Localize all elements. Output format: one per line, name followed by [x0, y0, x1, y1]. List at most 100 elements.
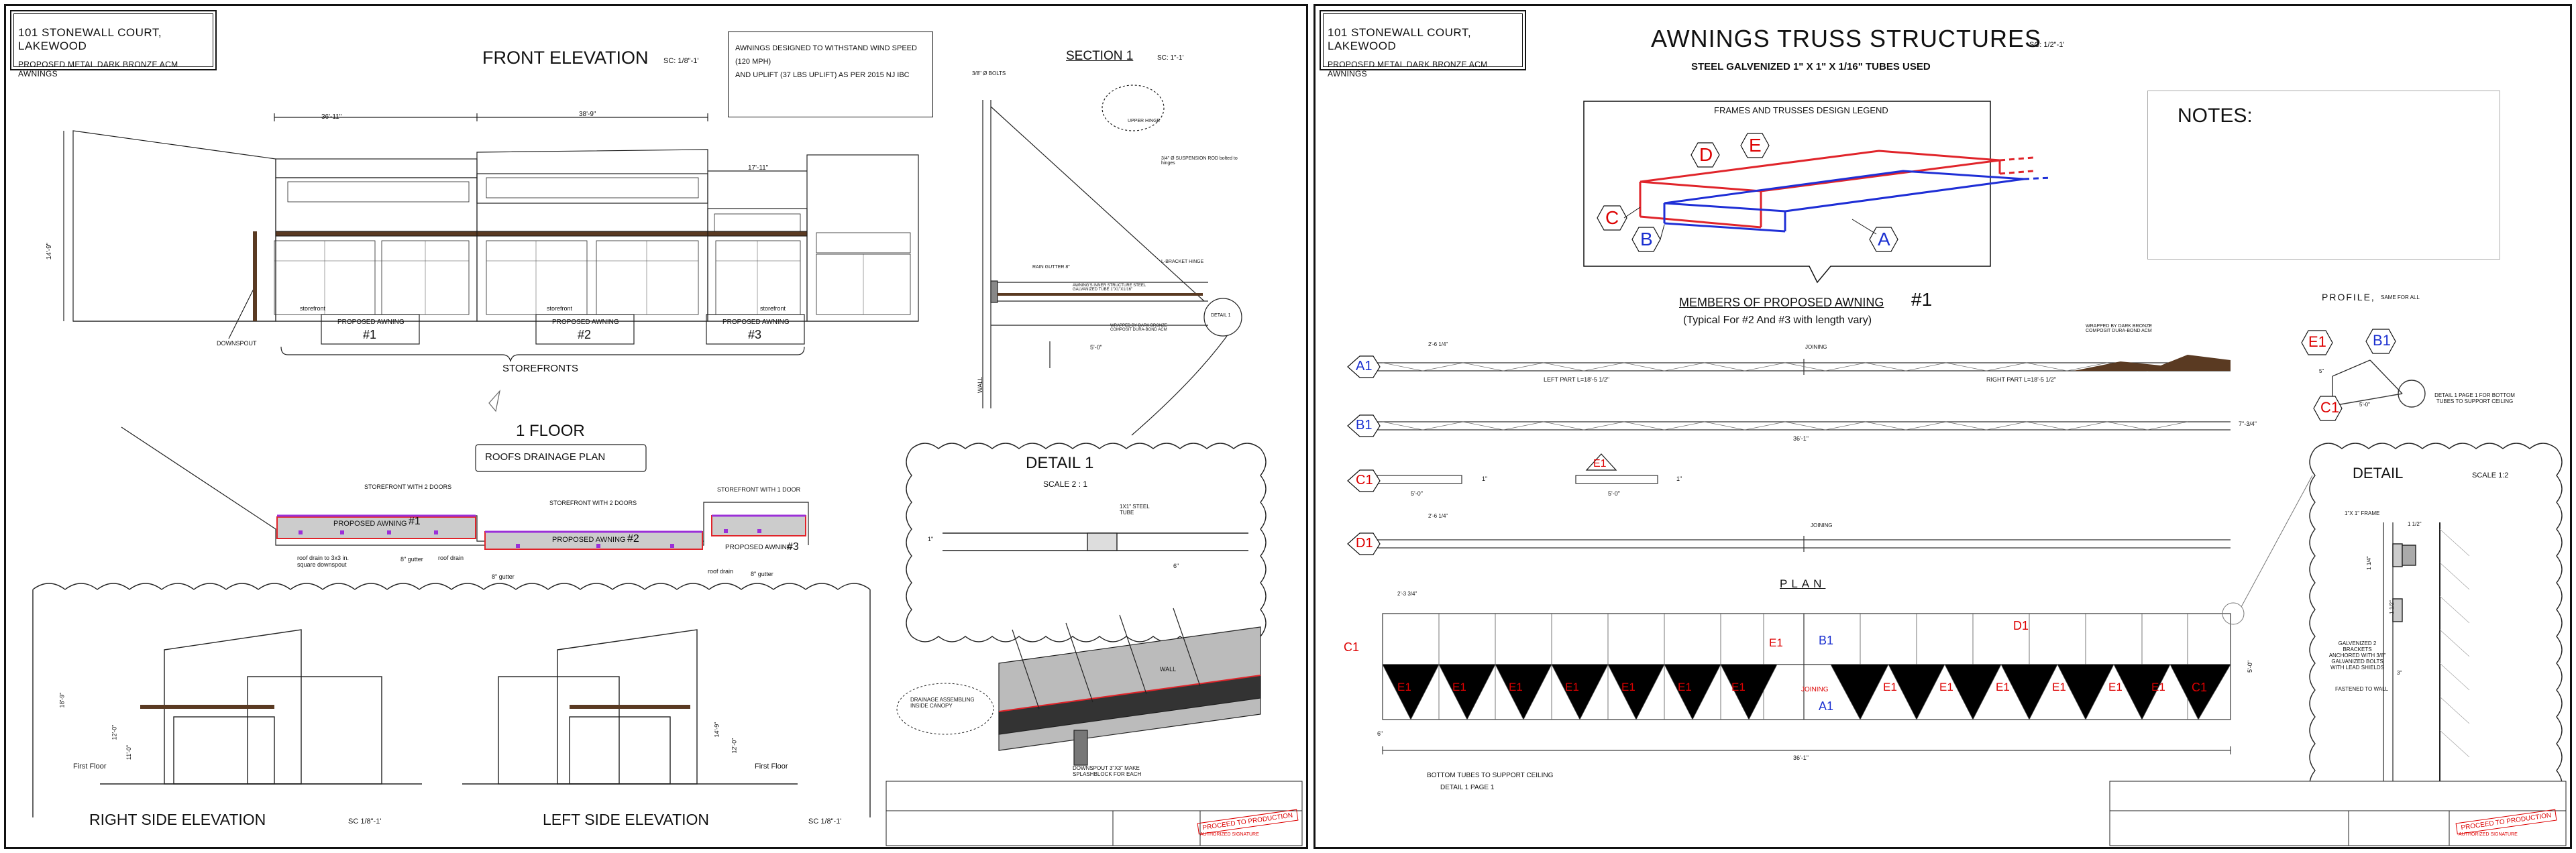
section-gutter: RAIN GUTTER 8"	[1032, 265, 1070, 270]
approval-stamp-2: PROCEED TO PRODUCTION	[2455, 809, 2557, 835]
storefront-label-2: storefront	[547, 305, 573, 312]
address: 101 STONEWALL COURT, LAKEWOOD	[18, 26, 162, 52]
front-elevation-drawing	[32, 84, 1303, 846]
plan-tag-e1-3: E1	[1509, 681, 1523, 693]
proposed-awning-1: PROPOSED AWNING	[337, 319, 405, 326]
drain-storefront-2: STOREFRONT WITH 2 DOORS	[549, 500, 637, 506]
dim-left: 14'-9"	[46, 242, 54, 260]
truss-subtitle: STEEL GALVENIZED 1" X 1" X 1/16" TUBES U…	[1691, 61, 1931, 72]
section-bolts: 3/8" Ø BOLTS	[972, 70, 1006, 76]
detail-brackets-note: GALVENIZED 2 BRACKETS ANCHORED WITH 3/8"…	[2328, 640, 2386, 671]
detail1-dim2: 1"	[928, 536, 934, 543]
section-inner-structure: AWNING'S INNER STRUCTURE STEEL GALVANIZE…	[1073, 284, 1146, 292]
section-wall: WALL	[977, 376, 984, 394]
side-dim-4: 14'-9"	[713, 722, 720, 738]
project-name: PROPOSED METAL DARK BRONZE ACM AWNINGS	[18, 60, 178, 78]
detail-dim-3: 1 1/2"	[2388, 600, 2395, 614]
plan-tag-e1-2: E1	[1452, 681, 1466, 693]
members-title: MEMBERS OF PROPOSED AWNING	[1679, 296, 1884, 309]
plan-tag-e1-7: E1	[1731, 681, 1746, 693]
profile-tag-c1: C1	[2320, 399, 2340, 416]
sheet-front-elevation: 101 STONEWALL COURT, LAKEWOOD PROPOSED M…	[4, 4, 1308, 849]
side-dim-2: 12'-0"	[111, 724, 118, 740]
right-elevation-scale: SC 1/8"-1'	[348, 817, 382, 826]
drain-gutter-2: 8" gutter	[492, 573, 515, 580]
title-block: 101 STONEWALL COURT, LAKEWOOD PROPOSED M…	[10, 10, 217, 78]
detail1-dim: 6"	[1173, 563, 1179, 569]
detail1-tube: 1X1" STEEL TUBE	[1120, 504, 1150, 516]
legend-d: D	[1699, 144, 1713, 165]
dim-top-2: 38'-9"	[579, 111, 596, 118]
iso-downspout: DOWNSPOUT 3"X3" MAKE SPLASHBLOCK FOR EAC…	[1073, 765, 1142, 777]
plan-dim-2: 36'-1"	[1793, 754, 1809, 761]
drain-awning-2: PROPOSED AWNING	[552, 536, 626, 544]
plan-tag-e1-11: E1	[1996, 681, 2010, 693]
section-scale: SC: 1"-1'	[1157, 54, 1184, 62]
legend-a: A	[1878, 229, 1890, 249]
section-upper-hinge: UPPER HINGE	[1128, 119, 1161, 123]
member-dim-9: 1"	[1482, 475, 1488, 482]
plan-title: PLAN	[1780, 577, 1826, 590]
plan-tag-c1-right: C1	[2192, 681, 2208, 694]
drain-note-1: roof drain to 3x3 in. square downspout	[297, 555, 350, 568]
plan-tag-d1: D1	[2013, 619, 2029, 632]
joining-plan: JOINING	[1801, 686, 1829, 693]
plan-tag-e1-10: E1	[1939, 681, 1953, 693]
side-dim-5: 12'-0"	[731, 738, 738, 754]
profile-height: 5"	[2319, 368, 2324, 374]
truss-title: AWNINGS TRUSS STRUCTURES	[1651, 25, 2042, 52]
detail-frame: 1"X 1" FRAME	[2345, 510, 2380, 516]
downspout-label: DOWNSPOUT	[217, 340, 257, 347]
left-elevation-title: LEFT SIDE ELEVATION	[543, 811, 709, 828]
plan-tag-e1-9: E1	[1883, 681, 1897, 693]
title-block-2: 101 STONEWALL COURT, LAKEWOOD PROPOSED M…	[1320, 10, 1526, 78]
member-dim-3: RIGHT PART L=18'-5 1/2"	[1986, 376, 2057, 383]
plan-dim-3: 6"	[1377, 730, 1383, 737]
profile-title: PROFILE,	[2322, 292, 2375, 302]
detail-dim-1: 1 1/2"	[2408, 521, 2422, 527]
drain-gutter-3: 8" gutter	[751, 571, 773, 577]
detail-dim-2: 1 1/4"	[2365, 556, 2372, 570]
plan-bottom-note: BOTTOM TUBES TO SUPPORT CEILING	[1427, 772, 1554, 779]
section-title: SECTION 1	[1066, 49, 1134, 63]
profile-subtitle: SAME FOR ALL	[2381, 294, 2420, 300]
member-tag-c1: C1	[1356, 473, 1373, 488]
member-dim-5: 7"-3/4"	[2239, 420, 2257, 427]
member-dim-8: 2'-6 1/4"	[1428, 513, 1448, 519]
member-tag-d1: D1	[1356, 536, 1373, 551]
plan-tag-e1-14: E1	[2151, 681, 2165, 693]
detail-title: DETAIL	[2353, 465, 2404, 481]
iso-drainage: DRAINAGE ASSEMBLING INSIDE CANOPY	[910, 697, 975, 709]
member-dim-10: 1"	[1676, 475, 1682, 482]
section-lbracket: L-BRACKET HINGE	[1161, 260, 1204, 264]
storefront-label-1: storefront	[300, 305, 326, 312]
drain-storefront-3: STOREFRONT WITH 1 DOOR	[717, 486, 801, 493]
first-floor-right: First Floor	[73, 762, 107, 771]
side-dim-3: 11'-0"	[125, 744, 133, 760]
wind-note: AWNINGS DESIGNED TO WITHSTAND WIND SPEED…	[728, 32, 933, 117]
storefronts-label: STOREFRONTS	[502, 363, 579, 374]
member-tag-b1: B1	[1356, 418, 1373, 433]
notes-box: NOTES:	[2147, 91, 2500, 260]
iso-wall: WALL	[1160, 666, 1177, 673]
proposed-awning-3-num: #3	[748, 328, 762, 341]
proposed-awning-2: PROPOSED AWNING	[552, 319, 619, 326]
drain-awning-3-num: #3	[787, 541, 799, 553]
profile-detail-note: DETAIL 1 PAGE 1 FOR BOTTOM TUBES TO SUPP…	[2434, 392, 2515, 404]
truss-scale: SC: 1/2"-1'	[2029, 41, 2065, 49]
detail1-title: DETAIL 1	[1026, 454, 1094, 472]
member-tag-a1: A1	[1356, 359, 1373, 374]
section-rod: 3/4" Ø SUSPENSION ROD bolted to hinges	[1161, 156, 1238, 166]
detail-dim-4: 3"	[2397, 670, 2402, 676]
side-dim-1: 18'-9"	[58, 692, 66, 708]
legend-e: E	[1749, 135, 1762, 156]
section-dim: 5'-0"	[1090, 344, 1102, 351]
drain-storefront-1: STOREFRONT WITH 2 DOORS	[364, 484, 452, 490]
front-elevation-scale: SC: 1/8"-1'	[663, 57, 699, 65]
approval-stamp: PROCEED TO PRODUCTION	[1197, 809, 1299, 835]
proposed-awning-3: PROPOSED AWNING	[722, 319, 790, 326]
profile-dim: 5'-0"	[2359, 402, 2370, 408]
member-dim-1: 2'-6 1/4"	[1428, 341, 1448, 347]
sheet-truss-structures: 101 STONEWALL COURT, LAKEWOOD PROPOSED M…	[1313, 4, 2572, 849]
signature-label-2: AUTHORIZED SIGNATURE	[2459, 832, 2518, 837]
